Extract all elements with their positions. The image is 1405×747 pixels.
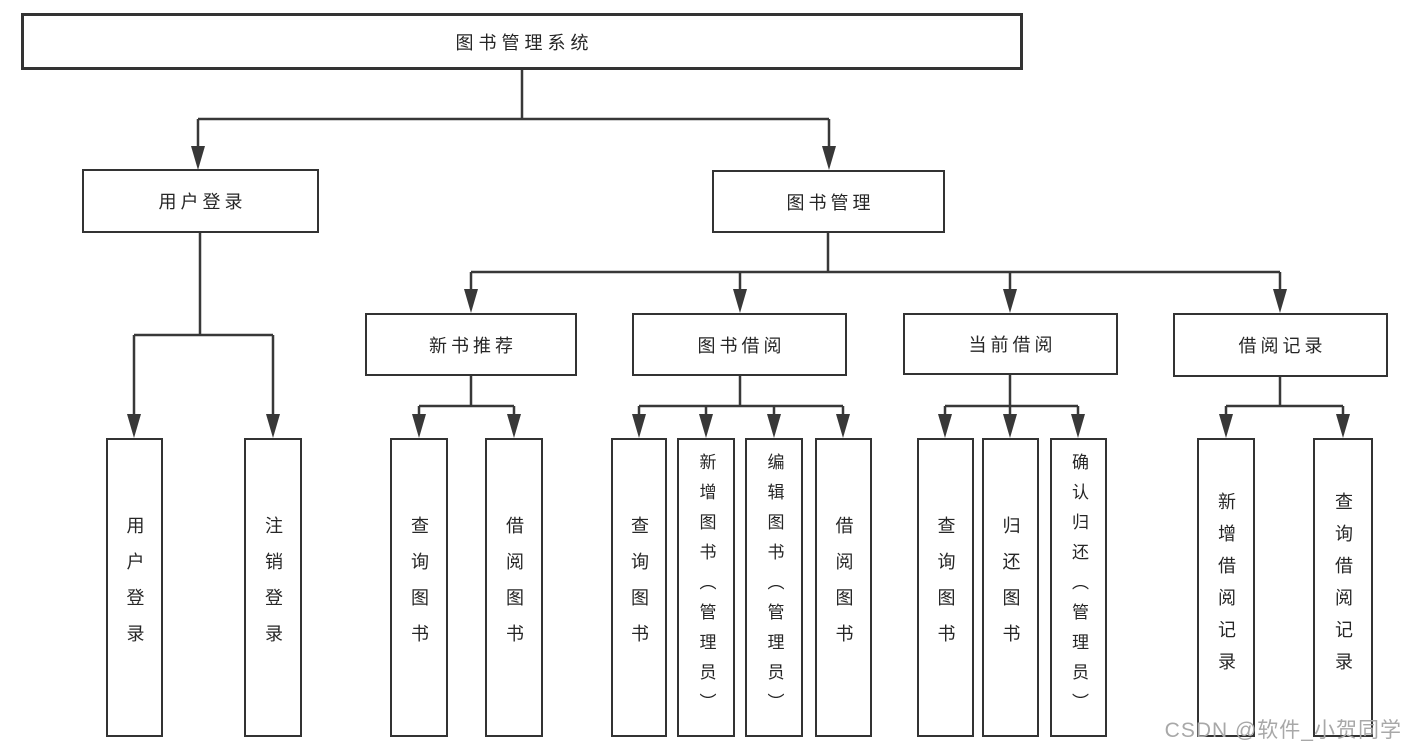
leaf-label: 借阅图书 xyxy=(504,515,524,660)
connector-currentborrow-to-leaves xyxy=(938,375,1085,438)
node-label: 图书借阅 xyxy=(697,335,786,356)
arrowhead xyxy=(266,414,280,438)
leaf-label: 查询图书 xyxy=(409,515,429,660)
node-borrow-record: 借阅记录 xyxy=(1173,313,1388,377)
arrowhead xyxy=(632,414,646,438)
leaf-recommend-query-book: 查询图书 xyxy=(390,438,448,737)
node-new-book-recommend: 新书推荐 xyxy=(365,313,577,376)
leaf-add-book-admin: 新增图书（管理员） xyxy=(677,438,735,737)
leaf-user-login: 用户登录 xyxy=(106,438,163,737)
leaf-confirm-return-admin: 确认归还（管理员） xyxy=(1050,438,1107,737)
node-book-management: 图书管理 xyxy=(712,170,945,233)
node-user-login: 用户登录 xyxy=(82,169,319,233)
arrowhead xyxy=(127,414,141,438)
leaf-label: 查询借阅记录 xyxy=(1333,491,1353,684)
node-label: 新书推荐 xyxy=(429,335,517,356)
node-label: 图书管理系统 xyxy=(455,32,594,53)
connector-root-to-level2 xyxy=(191,70,836,170)
leaf-label: 注销登录 xyxy=(263,515,283,660)
leaf-label: 用户登录 xyxy=(124,515,145,660)
leaf-borrow-book: 借阅图书 xyxy=(815,438,872,737)
arrowhead xyxy=(191,146,205,170)
leaf-add-borrow-record: 新增借阅记录 xyxy=(1197,438,1255,737)
arrowhead xyxy=(464,289,478,313)
connector-userlogin-to-leaves xyxy=(127,233,280,438)
watermark: CSDN @软件_小贺同学 xyxy=(1164,719,1402,742)
leaf-label: 新增借阅记录 xyxy=(1216,491,1236,684)
leaf-label: 借阅图书 xyxy=(833,515,854,660)
leaf-borrow-query-book: 查询图书 xyxy=(611,438,667,737)
arrowhead xyxy=(1003,414,1017,438)
node-label: 借阅记录 xyxy=(1238,336,1327,356)
connector-bookborrow-to-leaves xyxy=(632,376,850,438)
arrowhead xyxy=(836,414,850,438)
leaf-recommend-borrow-book: 借阅图书 xyxy=(485,438,543,737)
arrowhead xyxy=(938,414,952,438)
leaf-label: 查询图书 xyxy=(629,515,649,660)
leaf-label: 新增图书（管理员） xyxy=(696,452,716,723)
leaf-return-book: 归还图书 xyxy=(982,438,1039,737)
connector-newbook-to-leaves xyxy=(412,376,521,438)
arrowhead xyxy=(1003,289,1017,313)
node-book-borrow: 图书借阅 xyxy=(632,313,847,376)
arrowhead xyxy=(1219,414,1233,438)
leaf-label: 编辑图书（管理员） xyxy=(764,452,784,723)
arrowhead xyxy=(767,414,781,438)
leaf-label: 确认归还（管理员） xyxy=(1069,452,1088,723)
leaf-label: 归还图书 xyxy=(1000,515,1021,660)
node-label: 图书管理 xyxy=(786,192,875,213)
arrowhead xyxy=(699,414,713,438)
node-current-borrow: 当前借阅 xyxy=(903,313,1118,375)
arrowhead xyxy=(412,414,426,438)
node-library-management-system: 图书管理系统 xyxy=(21,13,1023,70)
connector-borrowrecord-to-leaves xyxy=(1219,377,1350,438)
node-label: 当前借阅 xyxy=(968,335,1057,355)
arrowhead xyxy=(1273,289,1287,313)
node-label: 用户登录 xyxy=(158,192,247,212)
arrowhead xyxy=(1071,414,1085,438)
connector-bookmgmt-to-level3 xyxy=(464,233,1287,313)
arrowhead xyxy=(1336,414,1350,438)
arrowhead xyxy=(822,146,836,170)
leaf-logout-login: 注销登录 xyxy=(244,438,302,737)
leaf-current-query-book: 查询图书 xyxy=(917,438,974,737)
arrowhead xyxy=(733,289,747,313)
leaf-label: 查询图书 xyxy=(935,515,956,660)
leaf-edit-book-admin: 编辑图书（管理员） xyxy=(745,438,803,737)
arrowhead xyxy=(507,414,521,438)
leaf-query-borrow-record: 查询借阅记录 xyxy=(1313,438,1373,737)
